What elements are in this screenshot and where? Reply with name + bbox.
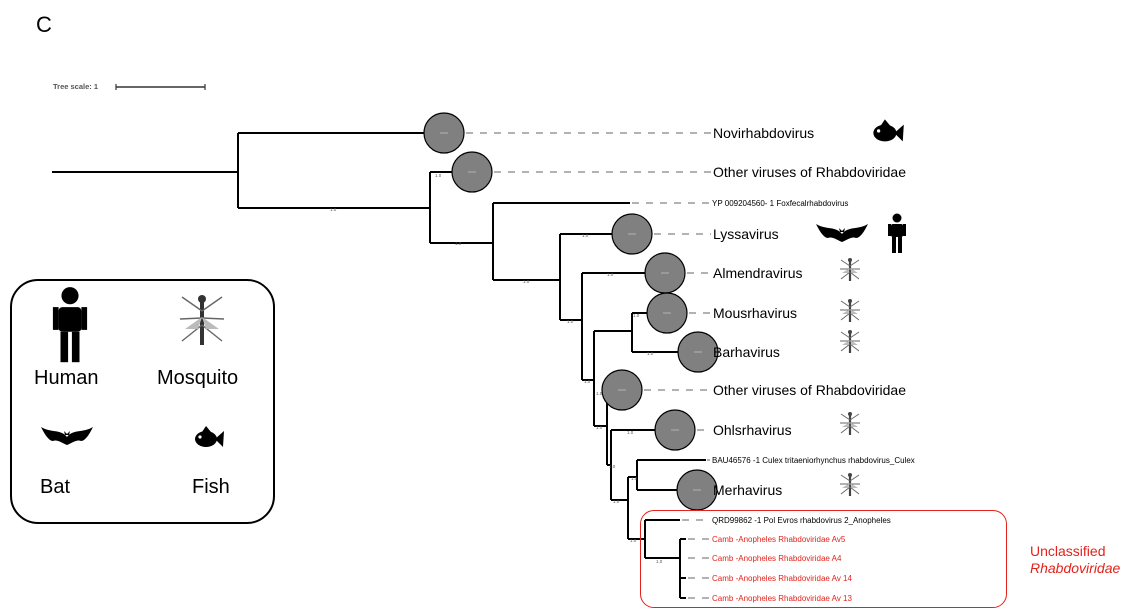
bootstrap-value: 1.0 bbox=[656, 559, 663, 564]
clade-label: YP 009204560- 1 Foxfecalrhabdovirus bbox=[712, 199, 848, 208]
bootstrap-value: 1.0 bbox=[523, 279, 530, 284]
mosquito-icon bbox=[838, 256, 862, 283]
bootstrap-value: 1.0 bbox=[609, 464, 616, 469]
bootstrap-value: 1.0 bbox=[647, 351, 654, 356]
bootstrap-value: 1.0 bbox=[596, 425, 603, 430]
mosquito-icon bbox=[838, 328, 862, 355]
bat-icon bbox=[816, 224, 868, 242]
bootstrap-value: 1.0 bbox=[596, 391, 603, 396]
bootstrap-value: 1.0 bbox=[630, 538, 637, 543]
unclassified-leaf-label: Camb -Anopheles Rhabdoviridae Av 13 bbox=[712, 594, 852, 603]
bootstrap-value: 1.0 bbox=[607, 272, 614, 277]
clade-label: Lyssavirus bbox=[713, 226, 779, 242]
clade-label: Mousrhavirus bbox=[713, 305, 797, 321]
clade-label: Almendravirus bbox=[713, 265, 802, 281]
unclassified-highlight-box bbox=[640, 510, 1007, 608]
human-icon bbox=[888, 213, 906, 253]
bootstrap-value: 1.0 bbox=[435, 173, 442, 178]
legend-human-label: Human bbox=[34, 367, 99, 389]
host-legend: Human Mosquito Bat Fish bbox=[10, 279, 275, 524]
legend-fish-label: Fish bbox=[192, 476, 230, 498]
bootstrap-value: 1.0 bbox=[582, 233, 589, 238]
mosquito-icon bbox=[838, 410, 862, 437]
bootstrap-value: 1.0 bbox=[627, 430, 634, 435]
clade-label: Other viruses of Rhabdoviridae bbox=[713, 382, 906, 398]
bat-icon bbox=[41, 427, 93, 445]
bootstrap-value: 1.0 bbox=[567, 319, 574, 324]
mosquito-icon bbox=[838, 297, 862, 324]
bootstrap-value: 1.0 bbox=[455, 241, 462, 246]
clade-label: Merhavirus bbox=[713, 482, 782, 498]
unclassified-leaf-label: Camb -Anopheles Rhabdoviridae A4 bbox=[712, 554, 842, 563]
clade-label: Other viruses of Rhabdoviridae bbox=[713, 164, 906, 180]
mosquito-icon bbox=[178, 293, 226, 347]
clade-label: Barhavirus bbox=[713, 344, 780, 360]
human-icon bbox=[52, 287, 88, 363]
bootstrap-value: 1.0 bbox=[330, 207, 337, 212]
unclassified-leaf-label: Camb -Anopheles Rhabdoviridae Av 14 bbox=[712, 574, 852, 583]
bootstrap-value: 1.0 bbox=[631, 476, 638, 481]
fish-icon bbox=[873, 119, 904, 142]
clade-label: Novirhabdovirus bbox=[713, 125, 814, 141]
panel-letter: C bbox=[36, 12, 52, 37]
mosquito-icon bbox=[838, 471, 862, 498]
clade-label: QRD99862 -1 Pol Evros rhabdovirus 2_Anop… bbox=[712, 516, 891, 525]
bootstrap-value: 1.0 bbox=[613, 499, 620, 504]
unclassified-label: Unclassified Rhabdoviridae bbox=[1030, 543, 1120, 577]
unclassified-leaf-label: Camb -Anopheles Rhabdoviridae Av5 bbox=[712, 535, 846, 544]
tree-scale-label: Tree scale: 1 bbox=[53, 82, 98, 91]
unclassified-line1: Unclassified bbox=[1030, 543, 1106, 559]
legend-bat-label: Bat bbox=[40, 476, 71, 498]
clade-label: Ohlsrhavirus bbox=[713, 422, 792, 438]
unclassified-line2: Rhabdoviridae bbox=[1030, 560, 1121, 576]
bootstrap-value: 1.0 bbox=[584, 379, 591, 384]
clade-label: BAU46576 -1 Culex tritaeniorhynchus rhab… bbox=[712, 456, 915, 465]
fish-icon bbox=[195, 426, 224, 447]
bootstrap-value: 1.0 bbox=[633, 313, 640, 318]
legend-mosquito-label: Mosquito bbox=[157, 367, 239, 389]
